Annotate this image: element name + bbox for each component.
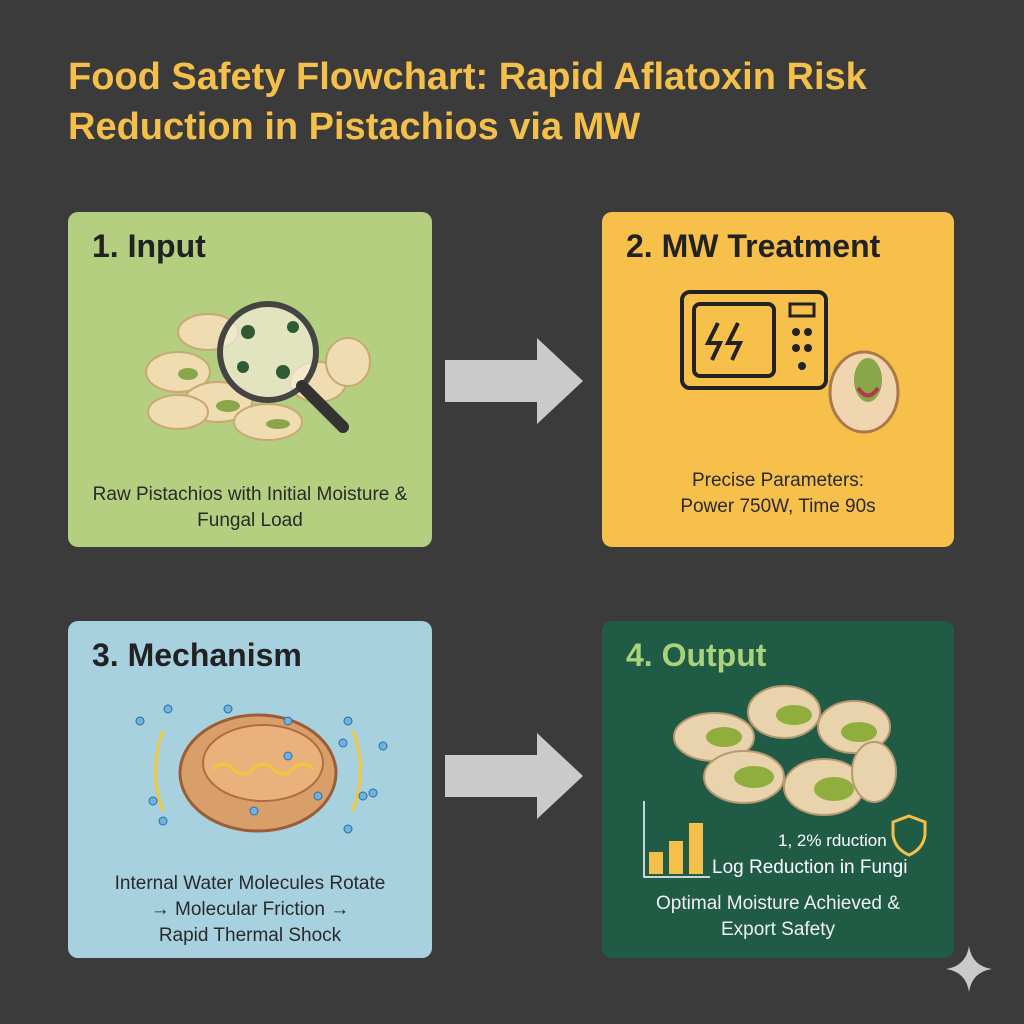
arrow-right-icon xyxy=(445,733,583,819)
water-molecules-pistachio-icon xyxy=(135,704,388,834)
step-mechanism-card: 3. Mechanism Internal Water Molecules Ro… xyxy=(68,621,432,958)
pistachio-magnifier-icon xyxy=(145,301,371,441)
caption-line: Precise Parameters: xyxy=(691,470,865,491)
caption-line: Rapid Thermal Shock xyxy=(158,925,342,946)
page-title: Food Safety Flowchart: Rapid Aflatoxin R… xyxy=(68,56,867,148)
reduction-stat: 1, 2% rduction xyxy=(778,831,887,850)
caption-line: → Molecular Friction → xyxy=(150,899,350,920)
step-output-card: 4. Output 1, 2% rduction Log Reduction i… xyxy=(602,621,954,958)
step-heading: 1. Input xyxy=(92,228,206,264)
step-treatment-card: 2. MW Treatment Precise Parameters: Power… xyxy=(602,212,954,547)
step-heading: 3. Mechanism xyxy=(92,637,302,673)
caption-line: Internal Water Molecules Rotate xyxy=(114,873,386,894)
step-heading: 4. Output xyxy=(626,637,767,673)
step-input-card: 1. Input Raw Pistachios with Initial Moi… xyxy=(68,212,432,547)
shield-icon xyxy=(891,814,927,857)
bar-chart-icon xyxy=(643,801,710,878)
step-caption: Precise Parameters: Power 750W, Time 90s xyxy=(602,468,954,520)
step-caption: Optimal Moisture Achieved & Export Safet… xyxy=(656,893,900,940)
step-caption: Internal Water Molecules Rotate → Molecul… xyxy=(68,871,432,949)
step-heading: 2. MW Treatment xyxy=(626,228,881,264)
pistachios-icon xyxy=(673,685,897,816)
microwave-icon xyxy=(680,290,900,434)
arrow-right-icon xyxy=(445,338,583,424)
step-caption: Raw Pistachios with Initial Moisture & F… xyxy=(92,484,408,531)
caption-line: Power 750W, Time 90s xyxy=(680,496,876,517)
reduction-label: Log Reduction in Fungi xyxy=(712,857,908,878)
sparkle-icon xyxy=(946,946,992,992)
